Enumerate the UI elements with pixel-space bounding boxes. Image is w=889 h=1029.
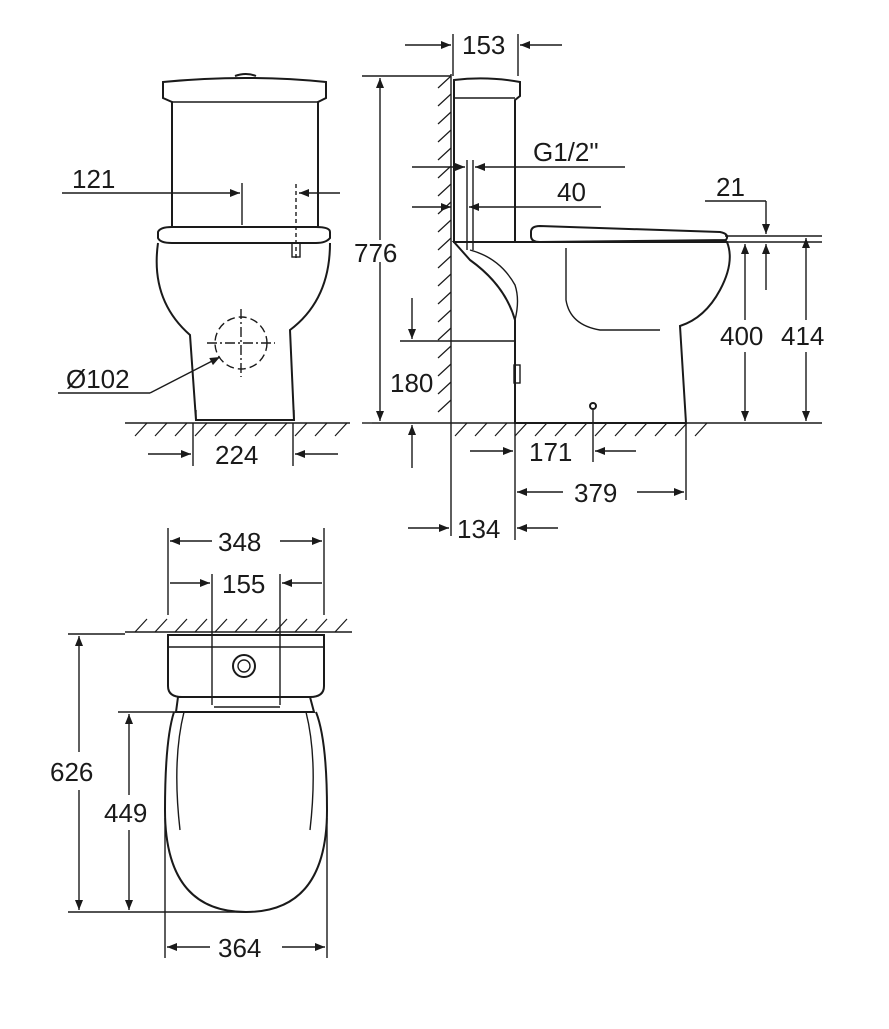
label-171: 171: [529, 437, 572, 467]
front-floor: [125, 422, 350, 437]
side-bowl: [451, 241, 731, 424]
label-379: 379: [574, 478, 617, 508]
label-121: 121: [72, 164, 115, 194]
label-400: 400: [720, 321, 763, 351]
dim-side-180: 180: [390, 298, 515, 468]
label-626: 626: [50, 757, 93, 787]
dim-side-414: 414: [781, 238, 824, 421]
top-seat: [174, 696, 316, 713]
dim-top-364: 364: [164, 818, 328, 963]
dim-side-400: 400: [720, 244, 763, 421]
label-180: 180: [390, 368, 433, 398]
dim-side-776: 776: [354, 75, 451, 424]
side-wall: [437, 74, 452, 536]
dim-side-g12: G1/2": [412, 137, 625, 171]
dim-side-379: 379: [517, 423, 687, 508]
flush-button-circle: [232, 654, 256, 678]
dim-front-102: Ø102: [58, 356, 221, 394]
dim-front-224: 224: [148, 423, 338, 470]
front-view: 121 Ø102 224: [58, 73, 350, 470]
label-134: 134: [457, 514, 500, 544]
label-414: 414: [781, 321, 824, 351]
side-cistern: [453, 77, 521, 243]
label-449: 449: [104, 798, 147, 828]
front-seat: [157, 226, 331, 244]
label-155: 155: [222, 569, 265, 599]
front-bowl: [155, 242, 331, 421]
label-diameter-102: Ø102: [66, 364, 130, 394]
dim-top-155: 155: [170, 569, 322, 705]
dim-side-171: 171: [470, 410, 636, 500]
side-floor: [372, 422, 822, 437]
dim-side-21: 21: [705, 172, 822, 290]
label-776: 776: [354, 238, 397, 268]
dim-side-40: 40: [412, 177, 601, 211]
label-g12: G1/2": [533, 137, 599, 167]
side-seat: [530, 224, 729, 244]
label-348: 348: [218, 527, 261, 557]
drain-outlet-circle: [214, 316, 268, 370]
label-21: 21: [716, 172, 745, 202]
dim-top-626: 626: [50, 633, 246, 913]
dim-side-134: 134: [408, 500, 558, 544]
label-40: 40: [557, 177, 586, 207]
label-224: 224: [215, 440, 258, 470]
dim-side-153: 153: [405, 30, 562, 76]
top-view: 348 155 626 449: [50, 527, 352, 963]
front-cistern: [162, 73, 327, 228]
top-bowl: [163, 711, 329, 914]
dim-top-449: 449: [104, 711, 176, 910]
dim-front-121: 121: [62, 164, 340, 225]
top-wall: [125, 618, 352, 633]
side-view: 153 776 G1/2" 40 21: [354, 30, 824, 544]
dim-top-348: 348: [167, 527, 325, 615]
top-cistern: [167, 634, 325, 698]
label-364: 364: [218, 933, 261, 963]
label-153: 153: [462, 30, 505, 60]
